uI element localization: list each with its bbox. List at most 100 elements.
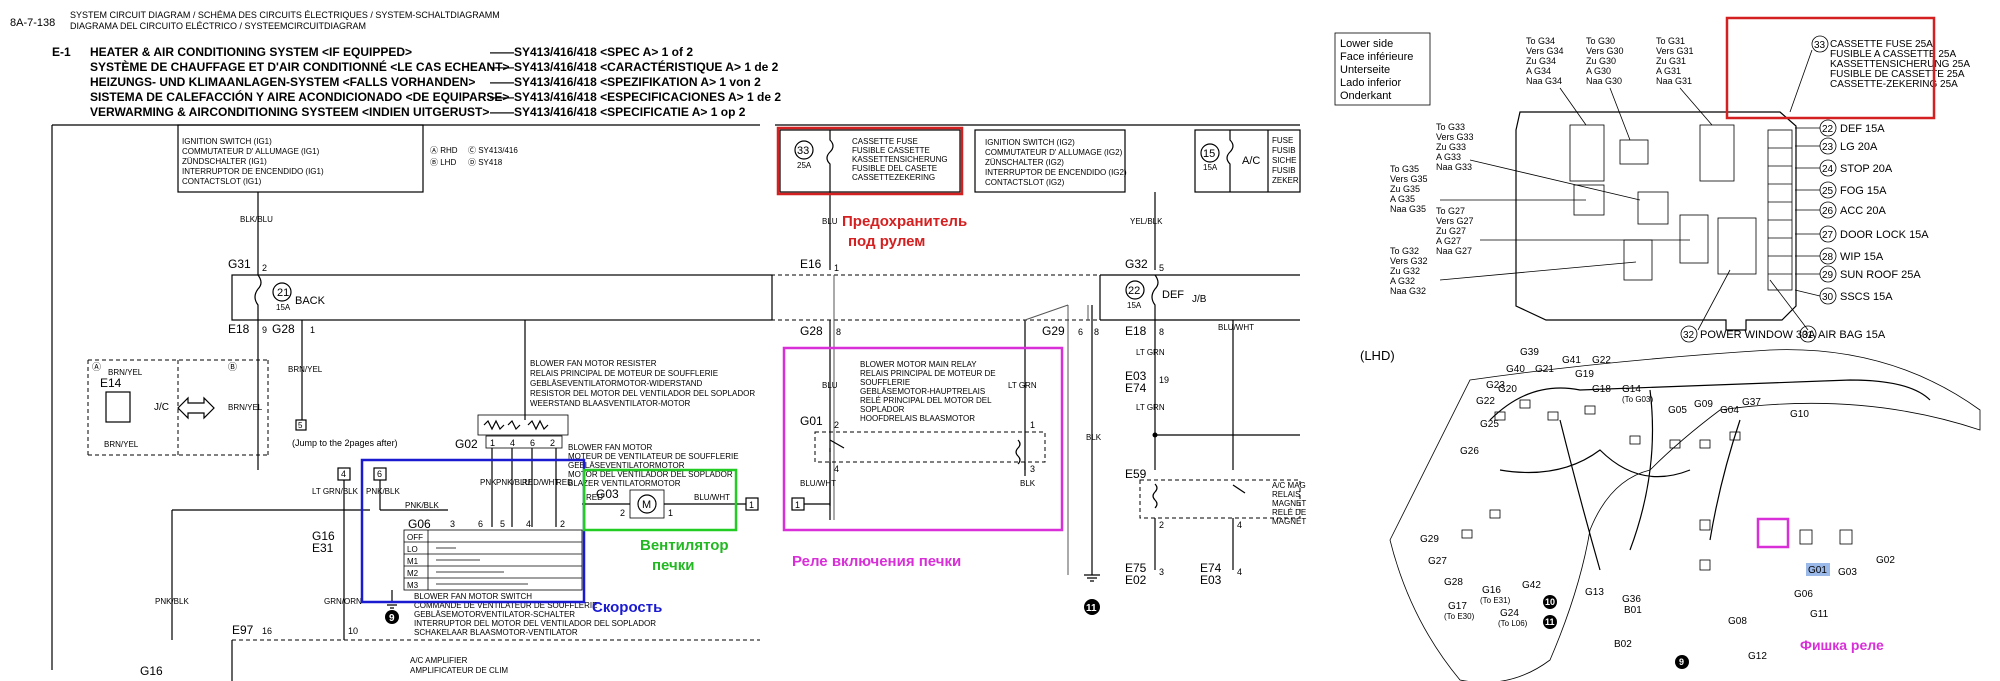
dash-g36: G36 [1622, 594, 1641, 605]
fuse24-num: 24 [1822, 164, 1834, 175]
header-title-2: DIAGRAMA DEL CIRCUITO ELÉCTRICO / SYSTEE… [70, 21, 366, 31]
g29-pin-8: 8 [1094, 327, 1099, 337]
ig1-box [177, 124, 424, 193]
dash-g04: G04 [1720, 405, 1739, 416]
ig2-label-2: COMMUTATEUR D' ALLUMAGE (IG2) [985, 148, 1123, 157]
label-blu-wht-relay: BLU/WHT [800, 479, 836, 488]
dash-g06: G06 [1794, 589, 1813, 600]
annot-relay-connector: Фишка реле [1800, 637, 1884, 653]
relay-label-1: BLOWER MOTOR MAIN RELAY [860, 360, 977, 369]
fuse22-num-r: 22 [1822, 124, 1834, 135]
dash-ground-10 [1543, 595, 1557, 609]
conn-box-2 [1519, 399, 1531, 409]
cassette-line-2: FUSIBLE CASSETTE [852, 146, 930, 155]
connector-g32 [1623, 239, 1653, 281]
fuse21-circle [272, 282, 292, 302]
conn-box-5 [1629, 435, 1641, 445]
switch-box [403, 529, 583, 591]
g31-label-1: To G31 [1656, 36, 1685, 46]
dash-ground-9 [1675, 655, 1689, 669]
conn-box-10 [1839, 529, 1853, 545]
dash-g17: G17 [1448, 601, 1467, 612]
label-yel-blk: YEL/BLK [1130, 217, 1163, 226]
relay-label-4: GEBLÄSEMOTOR-HAUPTRELAIS [860, 387, 985, 396]
fuse15-name: A/C [1242, 155, 1260, 167]
cassette-r-1: CASSETTE FUSE 25A [1830, 39, 1933, 50]
conn-e14: E14 [100, 376, 122, 390]
cassette-box [779, 129, 961, 193]
conn-e03: E03 [1125, 369, 1147, 383]
g30-label-5: Naa G30 [1586, 76, 1622, 86]
jc-circle-a: Ⓐ [92, 362, 101, 372]
conn-box-11 [1461, 529, 1473, 539]
conn-g28: G28 [272, 322, 295, 336]
ground-ref-11 [1084, 599, 1100, 615]
relay-coil [1015, 439, 1021, 465]
annot-fan-line-1: Вентилятор [640, 537, 729, 554]
fuse28-circle [1819, 247, 1837, 265]
ref4-num: 4 [341, 469, 346, 479]
jc-arrow [177, 396, 215, 420]
ac-mag-4: RELÉ DE [1272, 508, 1306, 517]
label-brn-yel-bottom: BRN/YEL [104, 440, 139, 449]
label-lt-grn-right: LT GRN [1136, 348, 1165, 357]
ac-amp-label-2: AMPLIFICATEUR DE CLIM [410, 666, 508, 675]
fuse29-circle [1819, 265, 1837, 283]
conn-g16b: G16 [140, 664, 163, 678]
leader-fuse32 [1697, 269, 1731, 331]
system-name-2: SYSTÈME DE CHAUFFAGE ET D'AIR CONDITIONN… [90, 59, 510, 74]
lhd-label: (LHD) [1360, 348, 1395, 363]
label-red: RED [556, 478, 573, 487]
relay-label-5: RELÉ PRINCIPAL DEL MOTOR DEL [860, 396, 992, 405]
blower-label-1: BLOWER FAN MOTOR [568, 443, 653, 452]
conn-g02: G02 [455, 437, 478, 451]
ref1-num: 1 [749, 500, 754, 510]
switch-row-m1: M1 [407, 557, 419, 566]
fuse23-label: LG 20A [1840, 141, 1878, 153]
fuse-labels: 22 DEF 15A 23 LG 20A 24 STOP 20A 25 FOG … [1680, 119, 1929, 343]
g30-label-1: To G30 [1586, 36, 1615, 46]
conn-box-8 [1729, 431, 1741, 441]
fuse-cut-1: FUSE [1272, 136, 1293, 145]
conn-box-14 [1699, 559, 1711, 571]
ground-num-11: 11 [1086, 603, 1097, 614]
conn-box-4 [1584, 405, 1596, 415]
g27-label-4: A G27 [1436, 236, 1461, 246]
ig1-label-5: CONTACTSLOT (IG1) [182, 177, 262, 186]
g34-label-4: A G34 [1526, 66, 1551, 76]
ig1-label-2: COMMUTATEUR D' ALLUMAGE (IG1) [182, 147, 320, 156]
dash-g29: G29 [1420, 534, 1439, 545]
side-label-3: Unterseite [1340, 64, 1390, 76]
dash-g22b: G22 [1476, 396, 1495, 407]
dash-g18: G18 [1592, 384, 1611, 395]
blower-label-3: GEBLÄSEVENTILATORMOTOR [568, 461, 685, 470]
g02-pin-2: 2 [550, 438, 555, 448]
e59-pin-4: 4 [1237, 520, 1242, 530]
conn-e59: E59 [1125, 467, 1147, 481]
g32-pin: 5 [1159, 263, 1164, 273]
jump-text: (Jump to the 2pages after) [292, 438, 398, 448]
fuse29-label: SUN ROOF 25A [1840, 269, 1921, 281]
ref6-num: 6 [377, 469, 382, 479]
g28b-pin: 8 [836, 327, 841, 337]
cassette-num-circle [794, 140, 814, 160]
dashboard-outline [1389, 349, 1981, 681]
fusebox-leaders [1439, 49, 1821, 331]
highlight-cassette-fuse [776, 126, 964, 196]
dash-ground-9-num: 9 [1679, 657, 1684, 667]
conn-box-13 [1699, 519, 1711, 531]
g32-label-5: Naa G32 [1390, 286, 1426, 296]
ig2-label-1: IGNITION SWITCH (IG2) [985, 138, 1075, 147]
conn-g03: G03 [596, 487, 619, 501]
fuse15-num: 15 [1203, 148, 1215, 160]
switch-row-off: OFF [407, 533, 423, 542]
fuse-cut-4: FUSIB [1272, 166, 1296, 175]
conn-g16: G16 [312, 529, 335, 543]
cassette-r-3: KASSETTENSICHERUNG 25A [1830, 59, 1970, 70]
top-connector-labels: To G34 Vers G34 Zu G34 A G34 Naa G34 To … [1526, 36, 1694, 86]
switch-label-3: GEBLÄSEMOTORVENTILATOR-SCHALTER [414, 610, 575, 619]
ac-mag-relay [1139, 479, 1301, 519]
g06-pin-3: 3 [450, 519, 455, 529]
fuse24-circle [1819, 159, 1837, 177]
cassette-line-1: CASSETTE FUSE [852, 137, 918, 146]
